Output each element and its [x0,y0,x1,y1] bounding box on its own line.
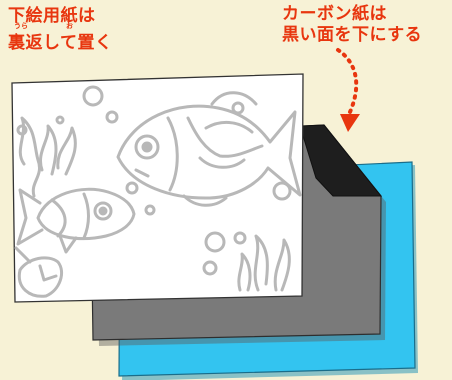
drawing-sheet [11,73,304,303]
drawing-paper-label-line2: 裏返して置く [8,33,113,53]
drawing-paper-label-line1: 下絵用紙は [8,6,96,26]
ruby-ura: うら [14,22,28,30]
carbon-paper-label-line2: 黒い面を下にする [282,25,423,45]
carbon-paper-label-line1: カーボン紙は [282,4,387,24]
carbon-paper-label: カーボン紙は 黒い面を下にする [282,4,422,46]
dotted-curved-arrow-icon [336,48,360,132]
carbon-fold-black-side [299,124,383,197]
drawing-paper-label: 下絵用紙は 裏返して置く [8,6,113,54]
fish-line-drawing [14,85,302,298]
ruby-o: お [66,22,73,30]
